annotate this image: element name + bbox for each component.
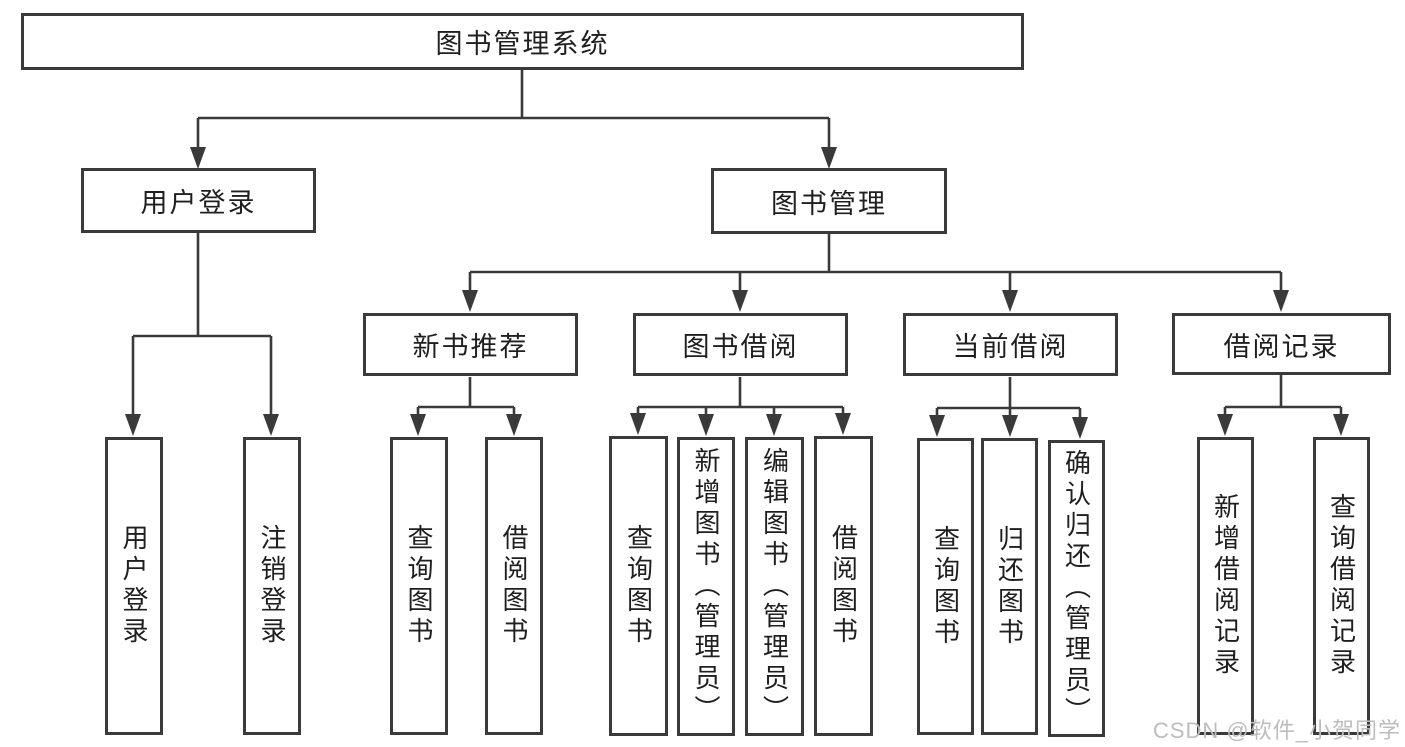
- leaf-user-login: 用户登录: [105, 437, 163, 735]
- leaf-borrow-books-2-label: 借阅图书: [828, 524, 859, 648]
- edge-bookborrow-split: [636, 377, 845, 420]
- leaf-logout-label: 注销登录: [257, 524, 287, 648]
- leaf-query-borrow-record: 查询借阅记录: [1313, 437, 1370, 735]
- leaf-query-books-3-label: 查询图书: [930, 524, 961, 649]
- node-book-borrowing: 图书借阅: [633, 313, 848, 376]
- node-root: 图书管理系统: [21, 13, 1024, 70]
- leaf-edit-books-admin-label: 编辑图书（管理员）: [759, 447, 790, 726]
- edge-userlogin-split: [131, 232, 273, 420]
- leaf-query-books-1-label: 查询图书: [404, 524, 434, 648]
- node-book-management-label: 图书管理: [771, 188, 887, 219]
- leaf-add-books-admin: 新增图书（管理员）: [677, 437, 735, 736]
- edge-borrowrecords-split: [1223, 375, 1343, 420]
- node-current-borrowing-label: 当前借阅: [952, 332, 1069, 362]
- leaf-user-login-label: 用户登录: [119, 524, 149, 648]
- leaf-query-books-3: 查询图书: [917, 438, 974, 735]
- node-borrow-records-label: 借阅记录: [1223, 331, 1340, 362]
- leaf-confirm-return-admin: 确认归还（管理员）: [1048, 440, 1105, 737]
- leaf-borrow-books-2: 借阅图书: [814, 436, 873, 736]
- leaf-logout: 注销登录: [243, 437, 301, 735]
- leaf-query-books-1: 查询图书: [390, 437, 448, 735]
- node-book-borrowing-label: 图书借阅: [682, 332, 799, 362]
- node-borrow-records: 借阅记录: [1172, 313, 1391, 375]
- node-root-label: 图书管理系统: [435, 29, 610, 59]
- arrowheads: [125, 147, 1349, 439]
- leaf-add-borrow-record-label: 新增借阅记录: [1210, 493, 1241, 679]
- node-user-login-label: 用户登录: [140, 188, 257, 218]
- edge-newbookrec-split: [416, 377, 516, 420]
- node-user-login: 用户登录: [81, 168, 316, 233]
- node-new-book-recommend-label: 新书推荐: [412, 332, 529, 362]
- leaf-query-books-2: 查询图书: [609, 436, 668, 736]
- leaf-return-books: 归还图书: [981, 438, 1038, 735]
- edge-root-split: [196, 69, 831, 154]
- leaf-query-books-2-label: 查询图书: [623, 524, 654, 648]
- node-book-management: 图书管理: [711, 168, 947, 234]
- leaf-query-borrow-record-label: 查询借阅记录: [1326, 493, 1357, 679]
- node-new-book-recommend: 新书推荐: [363, 313, 578, 376]
- leaf-return-books-label: 归还图书: [994, 524, 1025, 649]
- edge-bookmgmt-split: [468, 233, 1283, 298]
- node-current-borrowing: 当前借阅: [903, 313, 1118, 376]
- leaf-add-books-admin-label: 新增图书（管理员）: [691, 447, 721, 726]
- leaf-confirm-return-admin-label: 确认归还（管理员）: [1061, 449, 1092, 728]
- leaf-borrow-books-1-label: 借阅图书: [499, 524, 529, 648]
- leaf-borrow-books-1: 借阅图书: [485, 437, 543, 735]
- leaf-add-borrow-record: 新增借阅记录: [1197, 437, 1254, 735]
- leaf-edit-books-admin: 编辑图书（管理员）: [745, 437, 804, 736]
- csdn-watermark: CSDN @软件_小贺同学: [1152, 718, 1401, 743]
